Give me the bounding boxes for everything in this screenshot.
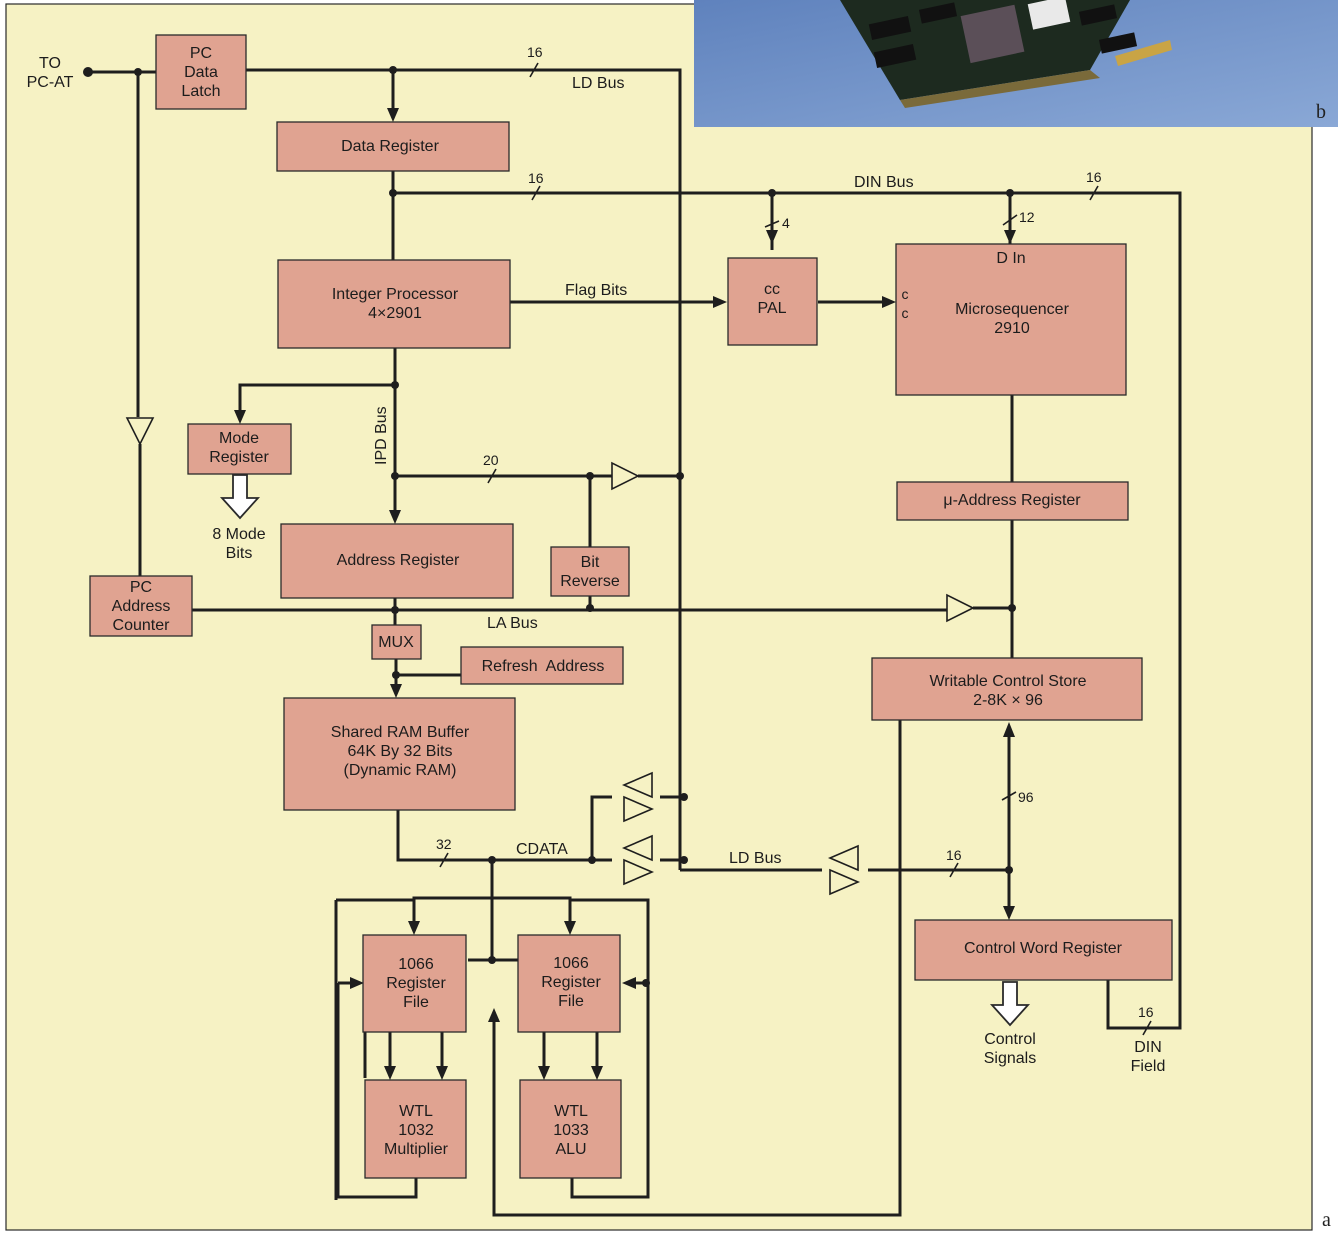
- width-ld-top: 16: [527, 44, 543, 60]
- mux-label: MUX: [378, 634, 414, 651]
- control-word-register-label: Control Word Register: [964, 940, 1123, 957]
- figure-letter-b: b: [1316, 101, 1326, 123]
- din-bus-label: DIN Bus: [854, 174, 914, 191]
- width-cdata: 32: [436, 836, 452, 852]
- address-register-label: Address Register: [337, 552, 460, 569]
- microsequencer-din-label: D In: [996, 250, 1025, 267]
- integer-processor: [278, 260, 510, 348]
- width-din-left: 16: [528, 170, 544, 186]
- refresh-address-label: Refresh Address: [482, 658, 605, 675]
- width-din-field: 16: [1138, 1004, 1154, 1020]
- width-microsequencer-in: 12: [1019, 209, 1035, 225]
- width-ipd-branch: 20: [483, 452, 499, 468]
- figure-letter-a: a: [1322, 1209, 1331, 1231]
- ld-bus-top-label: LD Bus: [572, 75, 624, 92]
- data-register-label: Data Register: [341, 138, 439, 155]
- u-address-register-label: μ-Address Register: [943, 492, 1081, 509]
- flag-bits-label: Flag Bits: [565, 282, 627, 299]
- la-bus-label: LA Bus: [487, 615, 538, 632]
- width-cc-pal-in: 4: [782, 215, 790, 231]
- cdata-label: CDATA: [516, 841, 568, 858]
- width-wcs-link: 96: [1018, 789, 1034, 805]
- board-photo: [694, 0, 1338, 127]
- width-ld-bottom: 16: [946, 847, 962, 863]
- width-din-right: 16: [1086, 169, 1102, 185]
- diagram-panel: [6, 4, 1312, 1230]
- ipd-bus-label: IPD Bus: [373, 406, 390, 465]
- ld-bus-bottom-label: LD Bus: [729, 850, 781, 867]
